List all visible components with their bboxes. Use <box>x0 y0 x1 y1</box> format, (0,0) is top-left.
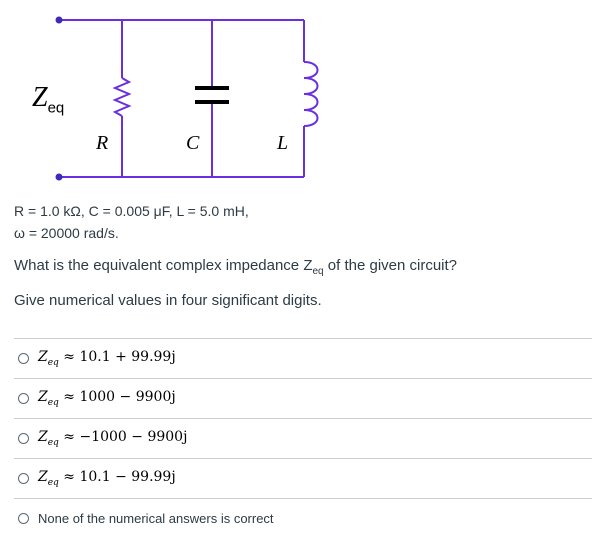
answer-option-1[interactable]: Zeq ≈ 10.1 + 99.99j <box>14 338 592 378</box>
radio-button[interactable] <box>18 393 29 404</box>
radio-button[interactable] <box>18 353 29 364</box>
terminal-bottom <box>55 173 63 181</box>
answer-label: Zeq ≈ 10.1 − 99.99j <box>38 469 176 488</box>
answer-label: Zeq ≈ −1000 − 9900j <box>38 429 188 448</box>
answer-option-3[interactable]: Zeq ≈ −1000 − 9900j <box>14 418 592 458</box>
answer-option-none[interactable]: None of the numerical answers is correct <box>14 498 592 538</box>
answer-label: None of the numerical answers is correct <box>38 511 274 526</box>
inductor-symbol <box>303 61 319 127</box>
answer-option-4[interactable]: Zeq ≈ 10.1 − 99.99j <box>14 458 592 498</box>
circuit-parameters: R = 1.0 kΩ, C = 0.005 μF, L = 5.0 mH, ω … <box>14 200 249 244</box>
answer-label: Zeq ≈ 1000 − 9900j <box>38 389 176 408</box>
capacitor-label: C <box>186 132 200 154</box>
answer-option-2[interactable]: Zeq ≈ 1000 − 9900j <box>14 378 592 418</box>
instruction-text: Give numerical values in four significan… <box>14 292 322 309</box>
resistor-symbol <box>112 77 132 117</box>
answer-list: Zeq ≈ 10.1 + 99.99j Zeq ≈ 1000 − 9900j Z… <box>0 338 592 538</box>
resistor-label: R <box>96 132 109 154</box>
terminal-top <box>55 16 63 24</box>
question-text: What is the equivalent complex impedance… <box>14 257 458 277</box>
params-line-1: R = 1.0 kΩ, C = 0.005 μF, L = 5.0 mH, <box>14 203 249 219</box>
circuit-diagram <box>55 16 319 181</box>
zeq-label: Zeq <box>32 82 65 117</box>
radio-button[interactable] <box>18 473 29 484</box>
radio-button[interactable] <box>18 433 29 444</box>
params-line-2: ω = 20000 rad/s. <box>14 225 119 241</box>
inductor-label: L <box>277 132 289 154</box>
answer-label: Zeq ≈ 10.1 + 99.99j <box>38 349 176 368</box>
radio-button[interactable] <box>18 513 29 524</box>
